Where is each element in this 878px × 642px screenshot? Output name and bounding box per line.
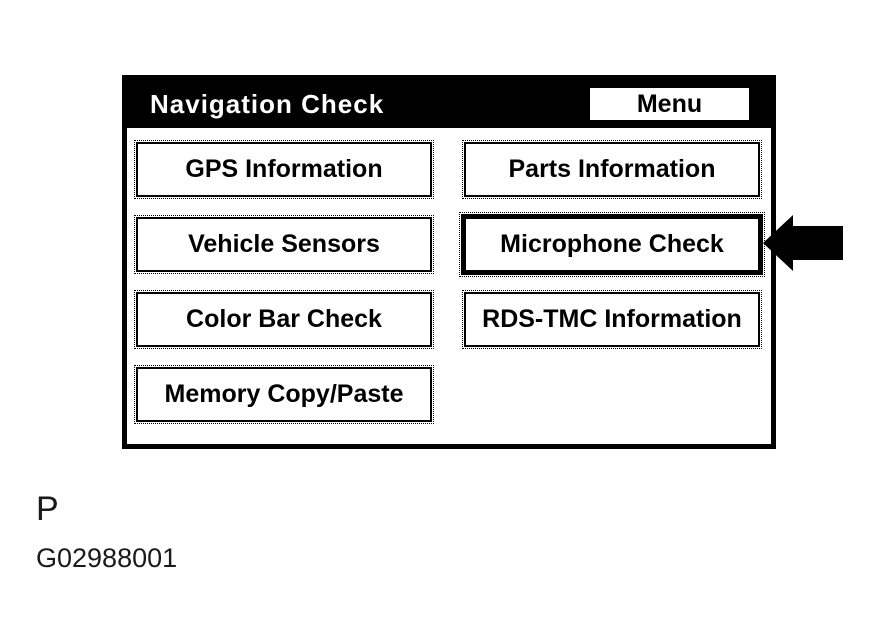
button-memory-copy-paste[interactable]: Memory Copy/Paste: [134, 365, 434, 424]
navigation-check-screen: Navigation Check Menu GPS Information Pa…: [122, 75, 776, 449]
button-rds-tmc-information[interactable]: RDS-TMC Information: [462, 290, 762, 349]
button-color-bar-check[interactable]: Color Bar Check: [134, 290, 434, 349]
button-parts-information[interactable]: Parts Information: [462, 140, 762, 199]
button-vehicle-sensors[interactable]: Vehicle Sensors: [134, 215, 434, 274]
page-title: Navigation Check: [150, 88, 385, 119]
button-gps-information[interactable]: GPS Information: [134, 140, 434, 199]
button-grid: GPS Information Parts Information Vehicl…: [127, 128, 771, 424]
page-marker: P: [36, 490, 59, 528]
title-bar: Navigation Check Menu: [127, 80, 771, 128]
figure-id: G02988001: [36, 543, 178, 573]
selection-arrow-icon: [763, 215, 843, 271]
menu-button[interactable]: Menu: [590, 88, 749, 120]
button-microphone-check[interactable]: Microphone Check: [459, 212, 765, 277]
